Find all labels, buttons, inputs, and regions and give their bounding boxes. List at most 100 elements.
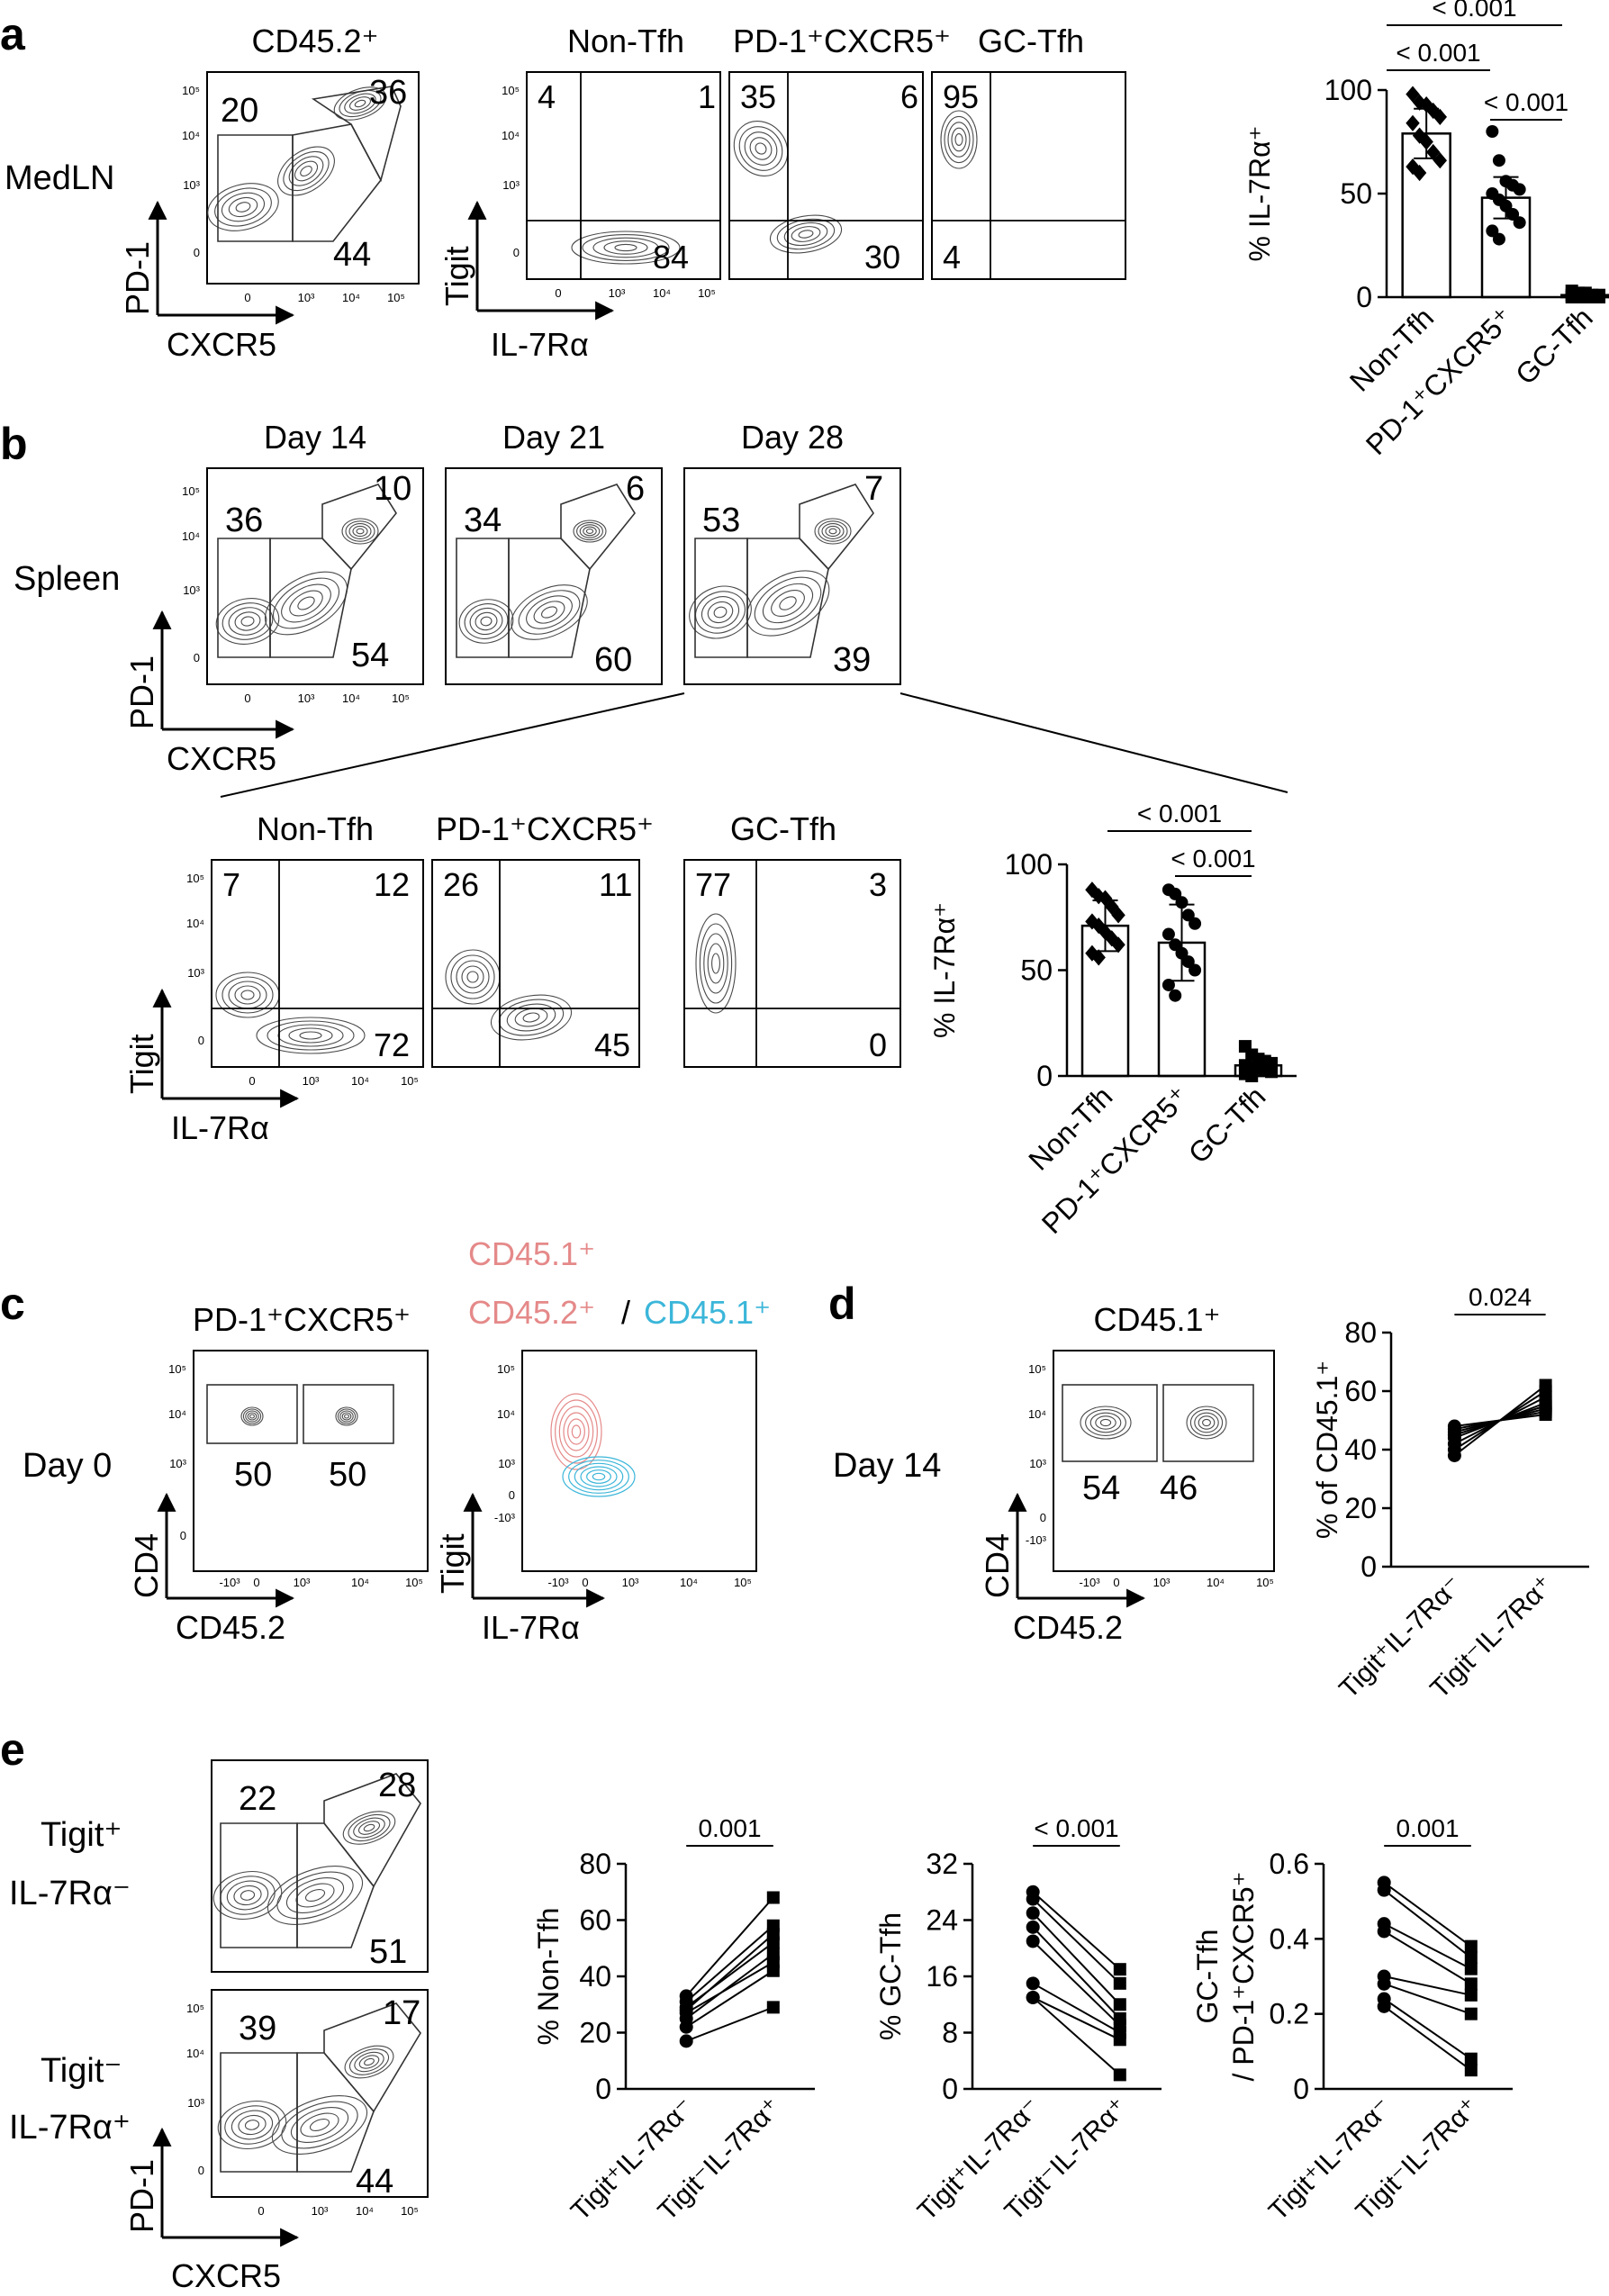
contour-ring xyxy=(1202,1418,1211,1427)
contour-ring xyxy=(689,585,752,639)
contour-ring xyxy=(240,1890,256,1901)
contour-ring xyxy=(555,1399,598,1464)
y-tick-label: 40 xyxy=(1344,1433,1377,1466)
contour-ring xyxy=(354,99,366,108)
gate-value: 22 xyxy=(239,1780,276,1818)
y-tick: -10³ xyxy=(1026,1533,1047,1547)
contour-ring xyxy=(558,1406,594,1458)
pair-line xyxy=(1032,1926,1121,2020)
y-tick-label: 20 xyxy=(579,2017,611,2049)
zoom-line xyxy=(220,692,685,798)
contour-ring xyxy=(217,2101,287,2149)
contour-ring xyxy=(240,990,255,1000)
y-tick: 10⁵ xyxy=(186,2002,204,2015)
density-contours xyxy=(212,1811,396,1925)
y-axis-label: % IL-7Rα⁺ xyxy=(1243,126,1276,262)
data-point xyxy=(1169,989,1182,1002)
data-point xyxy=(1464,2007,1478,2020)
y-tick: 0 xyxy=(194,246,200,259)
data-point xyxy=(1169,938,1182,952)
data-point xyxy=(1091,888,1106,905)
contour-ring xyxy=(469,607,503,636)
density-contours xyxy=(215,972,366,1054)
y-axis-label: PD-1 xyxy=(123,655,160,729)
y-tick: 10⁴ xyxy=(182,529,200,543)
plot-frame xyxy=(1053,1350,1275,1572)
plot-title: Non-Tfh xyxy=(257,810,374,847)
contour-ring xyxy=(769,214,843,254)
data-point xyxy=(1181,955,1195,969)
contour-ring xyxy=(563,1412,590,1451)
contour-ring xyxy=(1080,1406,1132,1440)
contour-ring xyxy=(273,577,339,629)
contour-ring xyxy=(456,960,490,994)
y-tick: 10⁴ xyxy=(182,129,200,142)
contour-ring xyxy=(341,518,379,545)
data-point xyxy=(1492,232,1505,246)
contour-ring xyxy=(295,1883,335,1908)
contour-ring xyxy=(695,591,746,634)
quadrant-value: 6 xyxy=(900,78,918,115)
x-tick: 10⁵ xyxy=(734,1576,752,1589)
plot-title: Non-Tfh xyxy=(567,23,684,59)
y-tick-label: 0 xyxy=(1293,2073,1309,2105)
y-tick: 10⁵ xyxy=(186,872,204,885)
contour-ring xyxy=(299,1031,322,1040)
x-tick: -10³ xyxy=(547,1576,569,1589)
quad-plot: Non-Tfh 7 12 72 0 10³ 10⁴ 10⁵ 0 10³ 10⁴ … xyxy=(123,810,424,1146)
y-tick: 10⁵ xyxy=(497,1362,515,1376)
y-axis-label: Tigit xyxy=(434,1533,471,1594)
contour-ring xyxy=(285,1877,345,1913)
density-contours xyxy=(445,949,573,1041)
panel-letter-a: a xyxy=(0,9,26,59)
y-tick-label: 0.4 xyxy=(1270,1922,1309,1955)
x-tick: 10⁵ xyxy=(392,692,410,705)
x-ticks: -10³ 0 10³ 10⁴ 10⁵ xyxy=(1079,1576,1273,1589)
gate-gc-tfh xyxy=(323,1773,421,1888)
plot-title: PD-1⁺CXCR5⁺ xyxy=(733,23,951,59)
panel-e: Tigit⁺ IL-7Rα⁻ Tigit⁻ IL-7Rα⁺ 22 28 51 3… xyxy=(9,1759,1513,2294)
plot-title: GC-Tfh xyxy=(730,810,836,847)
y-tick-label: 0 xyxy=(1360,1550,1377,1583)
data-point xyxy=(1377,1999,1391,2013)
data-point xyxy=(1169,887,1182,900)
density-contours xyxy=(1080,1406,1227,1440)
x-tick: 0 xyxy=(249,1074,255,1088)
y-axis-label: Tigit xyxy=(438,246,475,306)
contour-ring xyxy=(304,1888,326,1903)
data-point xyxy=(679,2034,693,2048)
flow-plot: CD45.2⁺ 20 36 44 0 10³ 10⁴ 10⁵ 0 10³ 10⁴… xyxy=(119,23,420,363)
significance-label: 0.024 xyxy=(1469,1283,1532,1311)
contour-ring xyxy=(951,127,967,152)
data-point xyxy=(679,2020,693,2034)
flow-plot: 22 28 51 xyxy=(211,1759,429,1973)
contour-ring xyxy=(277,1024,344,1047)
contour-ring xyxy=(511,584,588,640)
quadrant-value: 3 xyxy=(869,866,887,903)
data-point xyxy=(1189,963,1202,977)
gate-value: 20 xyxy=(221,92,258,130)
y-tick: 0 xyxy=(194,651,200,664)
y-tick-label: 40 xyxy=(579,1960,611,1993)
y-tick-label: 50 xyxy=(1020,954,1053,987)
x-tick-label: PD-1⁺CXCR5⁺ xyxy=(1360,301,1520,461)
data-point xyxy=(1265,1065,1279,1079)
gate-value: 46 xyxy=(1160,1469,1198,1507)
panel-d: Day 14 CD45.1⁺ 54 46 -10³ 0 10³ 10⁴ 10⁵ … xyxy=(833,1283,1589,1704)
data-point xyxy=(1377,1976,1391,1991)
y-ticks: 0 10³ 10⁴ 10⁵ xyxy=(182,484,201,664)
x-tick: 10³ xyxy=(1153,1576,1171,1589)
contour-ring xyxy=(582,234,670,261)
significance-label: < 0.001 xyxy=(1171,845,1255,872)
y-tick-label: 0 xyxy=(1356,281,1372,313)
x-axis-label: IL-7Rα xyxy=(482,1609,580,1646)
x-axis-label: CD45.2 xyxy=(176,1609,285,1646)
gate-value: 60 xyxy=(594,641,632,679)
contour-ring xyxy=(289,590,323,617)
contour-ring xyxy=(526,595,573,629)
data-point xyxy=(1091,917,1106,935)
flow-plot: CD45.1⁺ CD45.2⁺ / CD45.1⁺ -10³ 0 10³ 10⁴… xyxy=(434,1235,771,1646)
y-tick: 10⁴ xyxy=(186,2047,204,2060)
y-ticks: 0 10³ 10⁴ 10⁵ xyxy=(186,872,205,1047)
